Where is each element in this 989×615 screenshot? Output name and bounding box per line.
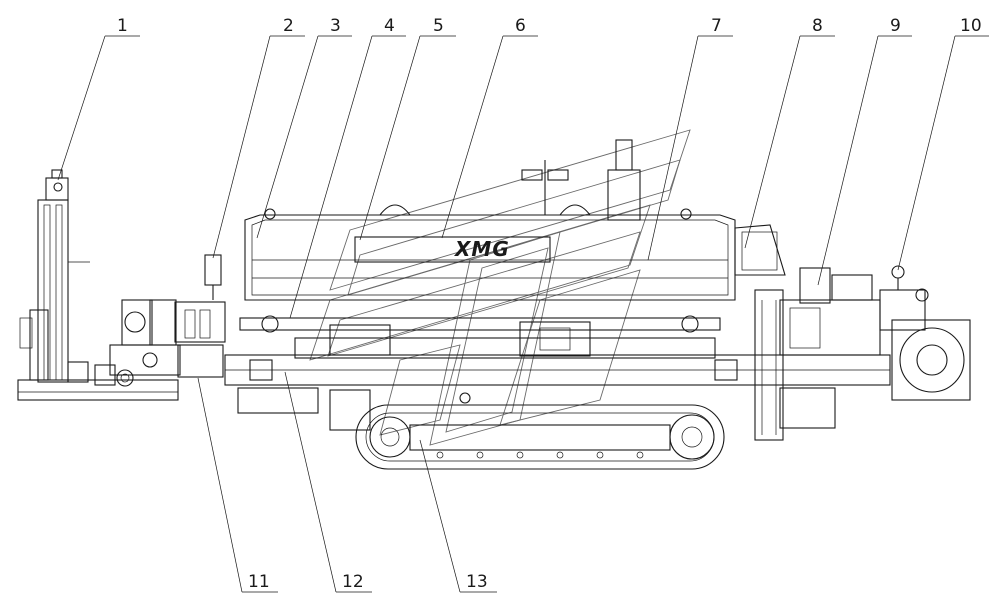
engine-hood xyxy=(244,139,736,301)
callout-7: 7 xyxy=(711,16,722,36)
drill-mast xyxy=(17,169,179,401)
crawler-track xyxy=(355,392,725,470)
callout-6: 6 xyxy=(515,16,526,36)
callout-10: 10 xyxy=(960,16,982,36)
hood-logo: XMG xyxy=(453,237,510,261)
rear-pump-assembly xyxy=(754,265,971,441)
callout-13: 13 xyxy=(466,572,488,592)
hydraulic-tank xyxy=(734,224,786,276)
callout-11: 11 xyxy=(248,572,270,592)
bottom-leader-lines xyxy=(197,371,497,593)
callout-12: 12 xyxy=(342,572,364,592)
callout-5: 5 xyxy=(433,16,444,36)
carriage-cylinders xyxy=(239,315,738,381)
callout-4: 4 xyxy=(384,16,395,36)
callout-2: 2 xyxy=(283,16,294,36)
main-frame xyxy=(224,354,891,431)
callout-1: 1 xyxy=(117,16,128,36)
callout-3: 3 xyxy=(330,16,341,36)
callout-9: 9 xyxy=(890,16,901,36)
callout-8: 8 xyxy=(812,16,823,36)
watermark-logo xyxy=(309,129,691,446)
top-leader-lines xyxy=(57,35,989,319)
vise-assembly xyxy=(109,254,226,378)
